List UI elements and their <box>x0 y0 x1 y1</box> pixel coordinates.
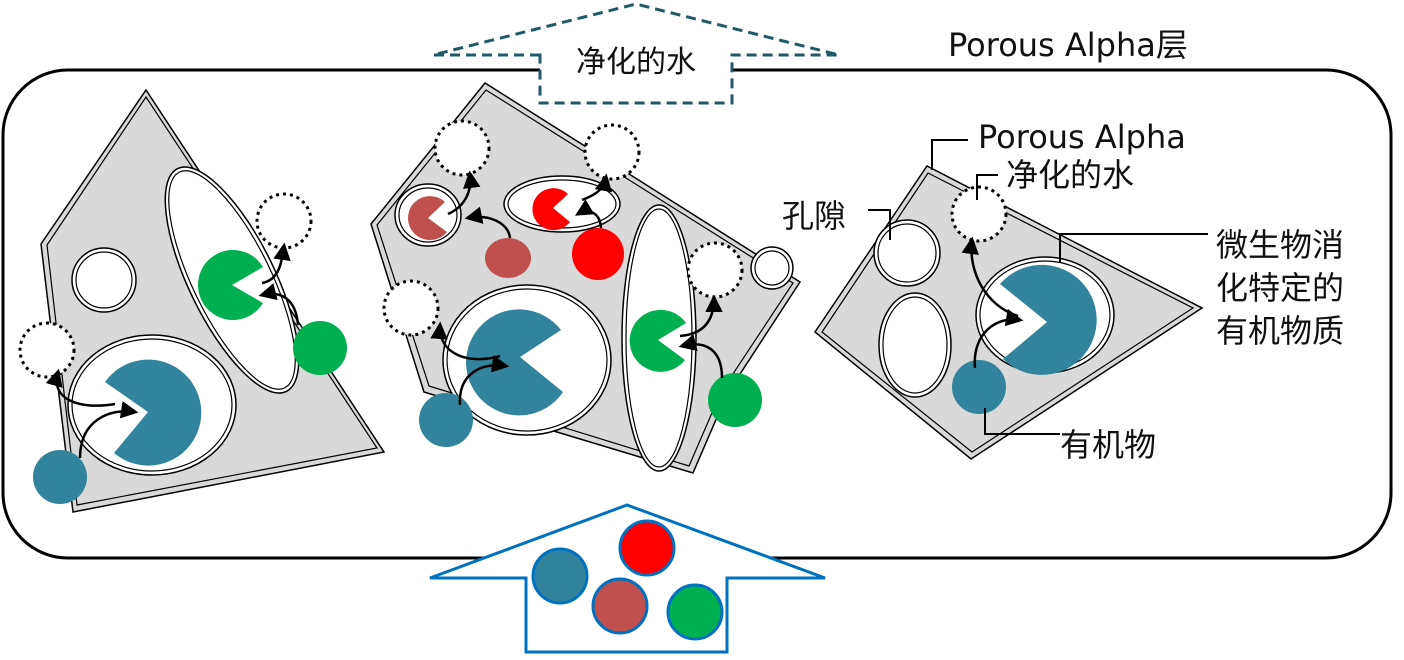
outflow-arrow-label: 净化的水 <box>576 45 696 80</box>
pore <box>878 292 952 398</box>
inflow-arrow <box>429 503 826 654</box>
organic-teal <box>419 393 473 447</box>
pore <box>71 247 137 313</box>
pore <box>750 246 794 290</box>
organic-teal <box>952 360 1006 414</box>
porous-alpha-label: Porous Alpha <box>978 118 1186 156</box>
particle-middle <box>370 82 802 474</box>
organic-teal <box>531 547 589 605</box>
purified-water <box>18 321 76 379</box>
flow-arrow <box>430 321 501 361</box>
purified-water <box>433 119 491 177</box>
leader-line <box>976 174 998 200</box>
purified-water <box>255 192 313 250</box>
leader-line <box>984 408 1060 435</box>
organic-red <box>618 519 676 577</box>
particle-left <box>18 88 386 513</box>
flow-arrow <box>581 173 613 202</box>
purified-water <box>950 185 1008 243</box>
outflow-arrow <box>432 2 840 105</box>
organic-brown <box>591 577 649 635</box>
microbe-label-line2: 化特定的 <box>1216 269 1344 307</box>
flow-arrow <box>261 242 291 285</box>
flow-arrow <box>447 170 481 216</box>
leader-line <box>931 139 968 170</box>
flow-arrow <box>679 294 723 338</box>
pore-label: 孔隙 <box>782 197 846 235</box>
pore <box>503 175 621 233</box>
layer-title: Porous Alpha层 <box>948 26 1188 64</box>
organic-label: 有机物 <box>1060 426 1156 464</box>
pore <box>873 219 941 287</box>
flow-arrow <box>961 236 1019 318</box>
organic-green <box>666 583 724 641</box>
flow-arrow <box>458 355 510 406</box>
purified-water <box>583 123 641 181</box>
purified-water <box>686 241 744 299</box>
purified-water <box>382 279 440 337</box>
microbe-red <box>532 188 570 231</box>
microbe-label-line3: 有机物质 <box>1216 312 1344 350</box>
flow-arrow <box>678 334 724 379</box>
flow-arrow <box>973 308 1024 369</box>
organic-brown <box>485 238 531 278</box>
leader-line <box>868 209 891 240</box>
particle-right <box>813 139 1208 460</box>
flow-arrow <box>78 401 139 459</box>
leader-line <box>1059 233 1208 262</box>
microbe-teal <box>105 359 202 466</box>
flow-arrow <box>45 368 116 407</box>
microbe-brown <box>407 196 447 241</box>
organic-green <box>293 321 347 375</box>
organic-red <box>572 228 624 280</box>
microbe-teal <box>466 309 563 416</box>
microbe-green <box>629 309 686 372</box>
microbe-green <box>197 249 263 320</box>
flow-arrow <box>574 199 603 229</box>
flow-arrow <box>258 283 300 326</box>
organic-green <box>708 373 762 427</box>
microbe-teal <box>1000 264 1097 375</box>
purified-water-label: 净化的水 <box>1006 156 1134 194</box>
flow-arrow <box>464 206 512 239</box>
microbe-label-line1: 微生物消 <box>1216 226 1344 264</box>
organic-teal <box>33 450 87 504</box>
